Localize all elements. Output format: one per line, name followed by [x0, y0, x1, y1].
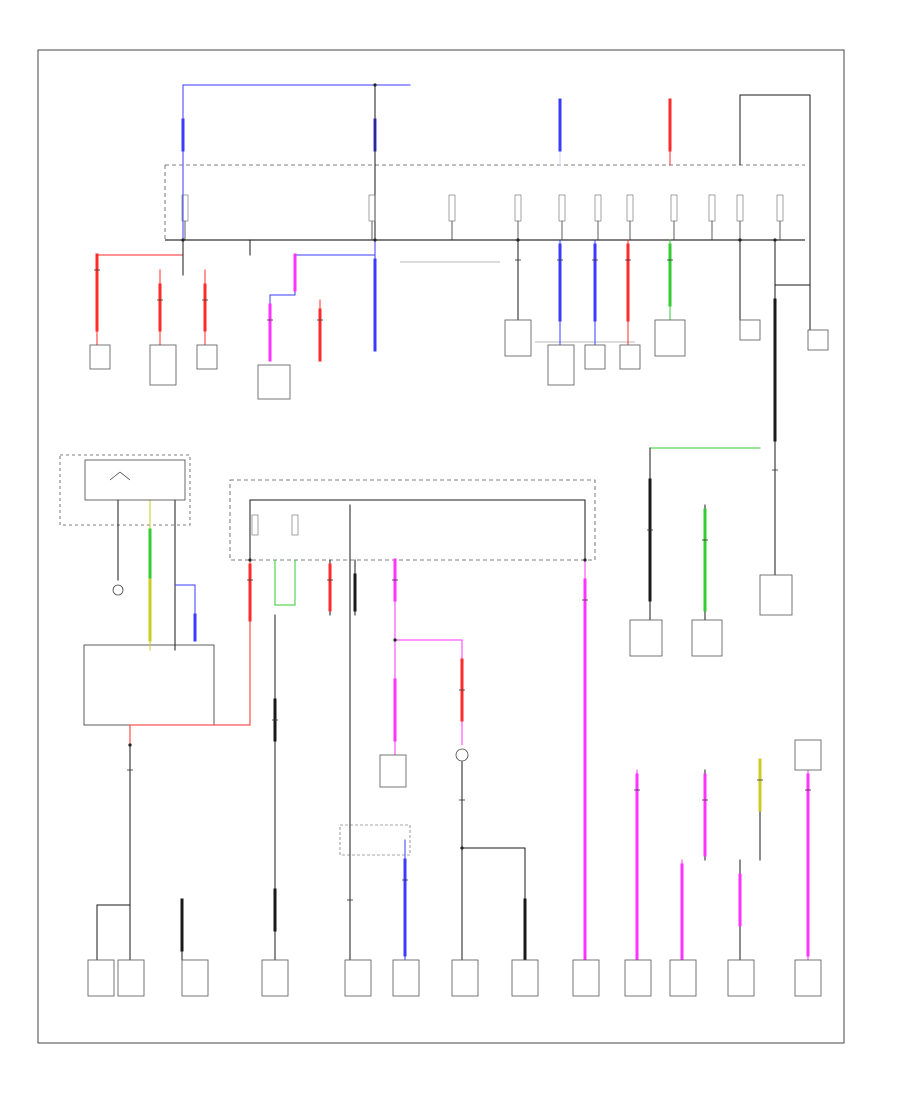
- blue-feed-wire: [182, 84, 375, 240]
- fuse-10: [736, 194, 744, 222]
- component-9: [654, 319, 686, 357]
- lamp-symbol: [455, 748, 469, 762]
- fuse-11: [776, 194, 784, 222]
- relay-symbol: [84, 459, 186, 501]
- fuse-1: [181, 194, 189, 222]
- fuse-7: [626, 194, 634, 222]
- fuse-9: [708, 194, 716, 222]
- component-lamp-unit: [379, 754, 407, 788]
- component-5: [504, 319, 532, 357]
- relay-block-dashed: [59, 454, 191, 526]
- component-11: [807, 329, 829, 351]
- fuse-5: [558, 194, 566, 222]
- bottom-component-10: [624, 959, 652, 997]
- component-4: [257, 364, 291, 400]
- splice-dot-2: [373, 238, 377, 242]
- drop: [774, 240, 810, 286]
- splice-dot-6: [393, 638, 397, 642]
- bottom-component-1: [87, 959, 115, 997]
- splice-dot-9: [583, 558, 587, 562]
- component-2: [149, 344, 177, 386]
- fuse-8: [670, 194, 678, 222]
- splice-dot-10: [248, 558, 252, 562]
- lower-fuse-box-outer: [229, 479, 596, 561]
- splice-dot: [373, 83, 377, 87]
- component-3: [196, 344, 218, 370]
- right-feed-loop: [739, 94, 811, 330]
- component-8: [619, 344, 641, 370]
- lower-fuse-bus: [249, 499, 586, 560]
- component-right-2: [691, 619, 723, 657]
- outer-border: [37, 49, 845, 1044]
- bottom-component-7: [451, 959, 479, 997]
- ground-symbol: [112, 584, 124, 596]
- red-drop-lower: [129, 560, 251, 960]
- drop: [462, 847, 526, 965]
- fuse-6: [594, 194, 602, 222]
- blue-drop: [269, 240, 376, 360]
- component-right-4: [794, 739, 822, 771]
- splice-dot-5: [773, 238, 777, 242]
- relay-connector-frame: [83, 644, 215, 726]
- fuse-lower-2: [291, 514, 299, 536]
- components: [84, 83, 829, 997]
- bottom-component-11: [669, 959, 697, 997]
- bottom-component-9: [572, 959, 600, 997]
- fuse-2: [368, 194, 376, 222]
- wires: [95, 84, 811, 966]
- splice-dot-8: [128, 743, 132, 747]
- bottom-component-6: [392, 959, 420, 997]
- bottom-component-12: [727, 959, 755, 997]
- fuse-4: [514, 194, 522, 222]
- bottom-component-4: [261, 959, 289, 997]
- bottom-component-5: [344, 959, 372, 997]
- component-7: [584, 344, 606, 370]
- diagram-frame: [37, 49, 845, 1044]
- fuse-lower-1: [251, 514, 259, 536]
- component-1: [89, 344, 111, 370]
- blue-lead: [175, 584, 196, 640]
- relay-switch: [109, 471, 131, 481]
- component-right-3: [759, 574, 793, 616]
- splice-dot-1: [181, 238, 185, 242]
- connector-group: [339, 824, 411, 856]
- bottom-component-3: [181, 959, 209, 997]
- splice-dot-4: [738, 238, 742, 242]
- component-6: [547, 344, 575, 386]
- magenta-lead: [395, 639, 463, 745]
- bottom-component-8: [511, 959, 539, 997]
- splice-dot-7: [460, 846, 464, 850]
- component-right-1: [629, 619, 663, 657]
- bottom-component-2: [117, 959, 145, 997]
- component-10: [739, 319, 761, 341]
- red-drop-left: [96, 240, 184, 345]
- fuse-3: [448, 194, 456, 222]
- splice-dot-3: [516, 238, 520, 242]
- bottom-component-13: [794, 959, 822, 997]
